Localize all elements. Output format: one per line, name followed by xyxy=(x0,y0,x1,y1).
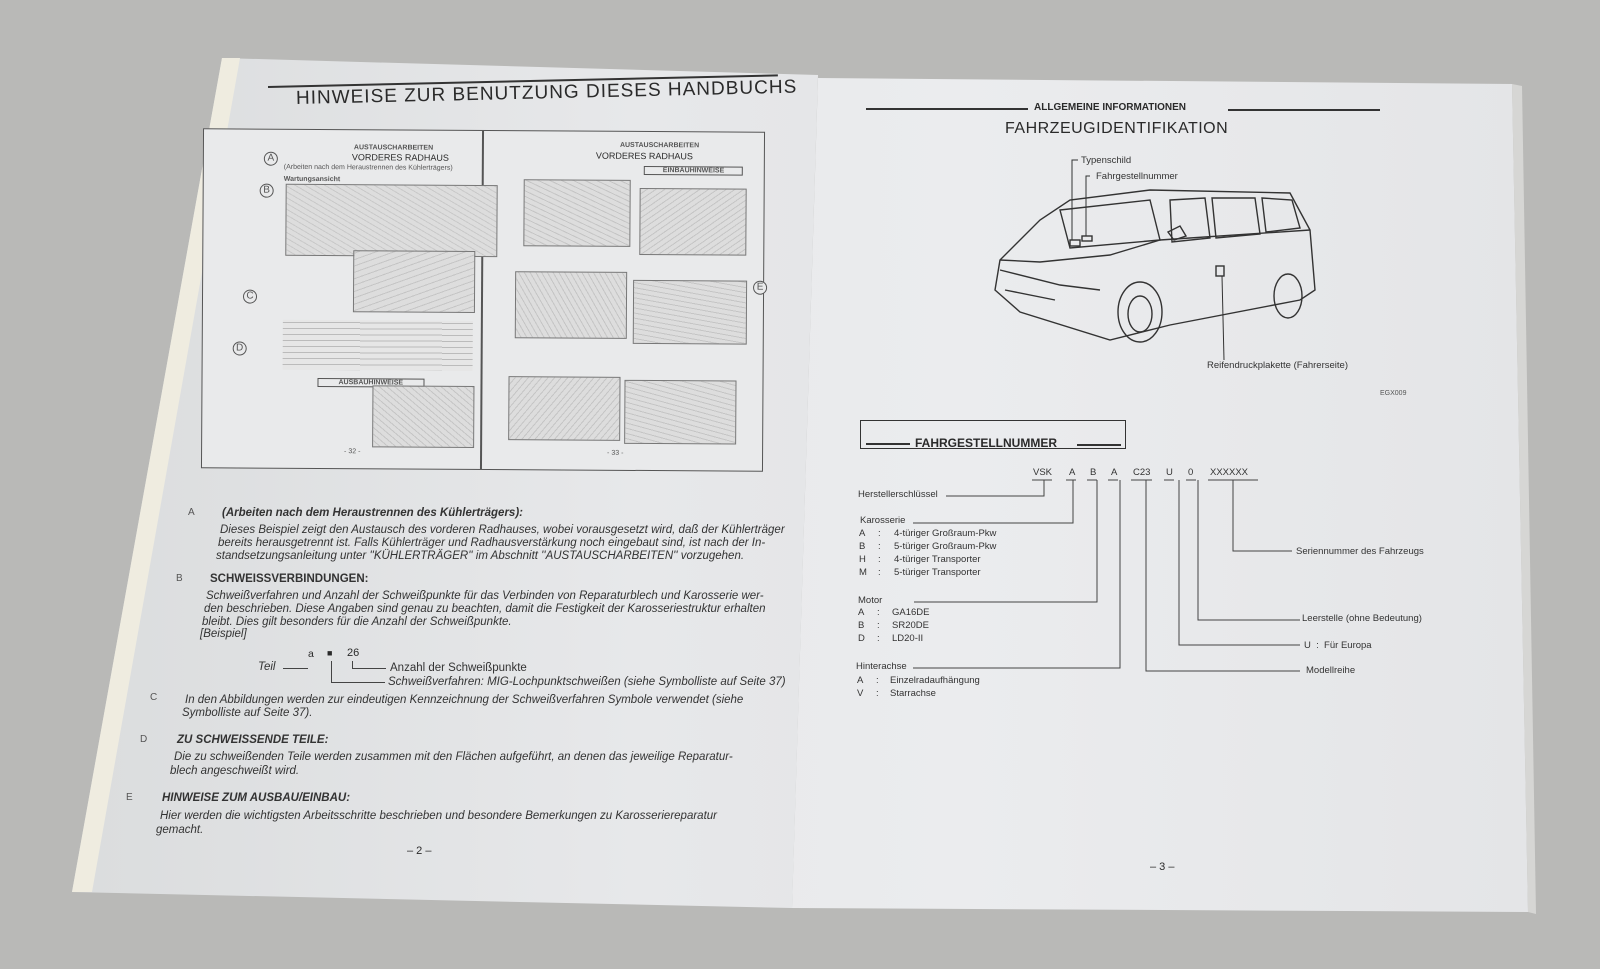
marker-d: D xyxy=(140,734,148,745)
section-d-line: Die zu schweißenden Teile werden zusamme… xyxy=(174,751,733,763)
vin-part: A xyxy=(1069,467,1076,478)
section-a-heading: (Arbeiten nach dem Heraustrennen des Küh… xyxy=(222,507,523,519)
group-label: Motor xyxy=(858,595,883,606)
group-label: Hinterachse xyxy=(856,661,907,672)
leader-line xyxy=(283,668,308,669)
example-count-label: Anzahl der Schweißpunkte xyxy=(390,662,527,674)
option-colon: : xyxy=(876,688,879,699)
option-code: A xyxy=(857,675,864,686)
vin-part: U xyxy=(1166,467,1173,478)
page-number-left: – 2 – xyxy=(407,845,432,857)
option-value: SR20DE xyxy=(892,620,929,631)
example-teil: Teil xyxy=(258,661,276,673)
vin-part: B xyxy=(1090,467,1097,478)
section-rule xyxy=(1228,109,1380,111)
section-e-heading: HINWEISE ZUM AUSBAU/EINBAU: xyxy=(162,792,351,804)
page-number-right: – 3 – xyxy=(1150,861,1175,873)
label-reifendruck: Reifendruckplakette (Fahrerseite) xyxy=(1207,360,1348,371)
label-seriennummer: Seriennummer des Fahrzeugs xyxy=(1296,546,1424,557)
section-d-heading: ZU SCHWEISSENDE TEILE: xyxy=(177,734,329,746)
option-colon: : xyxy=(878,567,881,578)
page-title-right: FAHRZEUGIDENTIFIKATION xyxy=(1005,120,1229,137)
section-b-line: [Beispiel] xyxy=(200,628,247,640)
vin-box-rule xyxy=(866,443,910,445)
option-colon: : xyxy=(877,620,880,631)
option-colon: : xyxy=(878,554,881,565)
option-code: M xyxy=(859,567,867,578)
example-symbol: ■ xyxy=(327,648,333,658)
section-rule xyxy=(866,108,1028,110)
vin-part: VSK xyxy=(1033,467,1053,478)
section-b-heading: SCHWEISSVERBINDUNGEN: xyxy=(210,573,369,585)
section-b-line: Schweißverfahren und Anzahl der Schweißp… xyxy=(206,590,764,602)
option-value: 4-türiger Transporter xyxy=(894,554,981,565)
option-value: GA16DE xyxy=(892,607,930,618)
option-code: D xyxy=(858,633,865,644)
option-value: Starrachse xyxy=(890,688,936,699)
example-method-label: Schweißverfahren: MIG-Lochpunktschweißen… xyxy=(388,676,786,688)
option-value: Einzelradaufhängung xyxy=(890,675,980,686)
option-code: A xyxy=(859,528,866,539)
option-colon: : xyxy=(878,528,881,539)
option-colon: : xyxy=(878,541,881,552)
option-colon: : xyxy=(876,675,879,686)
section-b-line: den beschrieben. Diese Angaben sind gena… xyxy=(204,603,766,615)
marker-c: C xyxy=(150,692,158,703)
leader-line xyxy=(352,668,386,669)
group-label: Herstellerschlüssel xyxy=(858,489,938,500)
leader-line xyxy=(331,661,332,683)
example-part-letter: a xyxy=(308,648,314,660)
vin-box-title: FAHRGESTELLNUMMER xyxy=(915,436,1057,450)
leader-line xyxy=(331,682,385,683)
figure-code: EGX009 xyxy=(1380,390,1407,397)
option-code: B xyxy=(858,620,865,631)
section-c-line: Symbolliste auf Seite 37). xyxy=(182,707,313,719)
section-a-line: bereits herausgetrennt ist. Falls Kühler… xyxy=(218,537,766,549)
section-c-line: In den Abbildungen werden zur eindeutige… xyxy=(185,694,744,706)
label-fahrgestellnummer: Fahrgestellnummer xyxy=(1096,171,1178,182)
section-d-line: blech angeschweißt wird. xyxy=(170,765,300,777)
marker-a: A xyxy=(188,507,195,518)
option-code: H xyxy=(859,554,866,565)
option-value: 4-türiger Großraum-Pkw xyxy=(894,528,997,539)
section-a-line: standsetzungsanleitung unter ''KÜHLERTRÄ… xyxy=(216,550,745,562)
leader-line xyxy=(352,661,353,669)
option-code: A xyxy=(858,607,865,618)
label-typenschild: Typenschild xyxy=(1081,155,1132,166)
vin-part: A xyxy=(1111,467,1118,478)
option-colon: : xyxy=(877,607,880,618)
option-value: LD20-II xyxy=(892,633,924,644)
section-e-line: gemacht. xyxy=(156,824,204,836)
label-leerstelle: Leerstelle (ohne Bedeutung) xyxy=(1302,613,1422,624)
label-europa: U : Für Europa xyxy=(1304,640,1372,651)
vin-box xyxy=(860,420,1126,449)
option-value: 5-türiger Transporter xyxy=(894,567,981,578)
section-a-line: Dieses Beispiel zeigt den Austausch des … xyxy=(220,524,785,536)
marker-e: E xyxy=(126,792,133,803)
group-label: Karosserie xyxy=(860,515,906,526)
option-code: V xyxy=(857,688,864,699)
option-colon: : xyxy=(877,633,880,644)
example-count: 26 xyxy=(347,647,360,659)
option-value: 5-türiger Großraum-Pkw xyxy=(894,541,997,552)
option-code: B xyxy=(859,541,866,552)
marker-b: B xyxy=(176,573,183,584)
vin-part: C23 xyxy=(1133,467,1151,478)
vin-part: 0 xyxy=(1188,467,1194,478)
label-modellreihe: Modellreihe xyxy=(1306,665,1356,676)
section-e-line: Hier werden die wichtigsten Arbeitsschri… xyxy=(160,810,717,822)
vin-part: XXXXXX xyxy=(1210,467,1249,478)
section-b-line: bleibt. Dies gilt besonders für die Anza… xyxy=(202,616,512,628)
vin-box-rule xyxy=(1077,444,1121,446)
section-header: ALLGEMEINE INFORMATIONEN xyxy=(1034,102,1187,113)
